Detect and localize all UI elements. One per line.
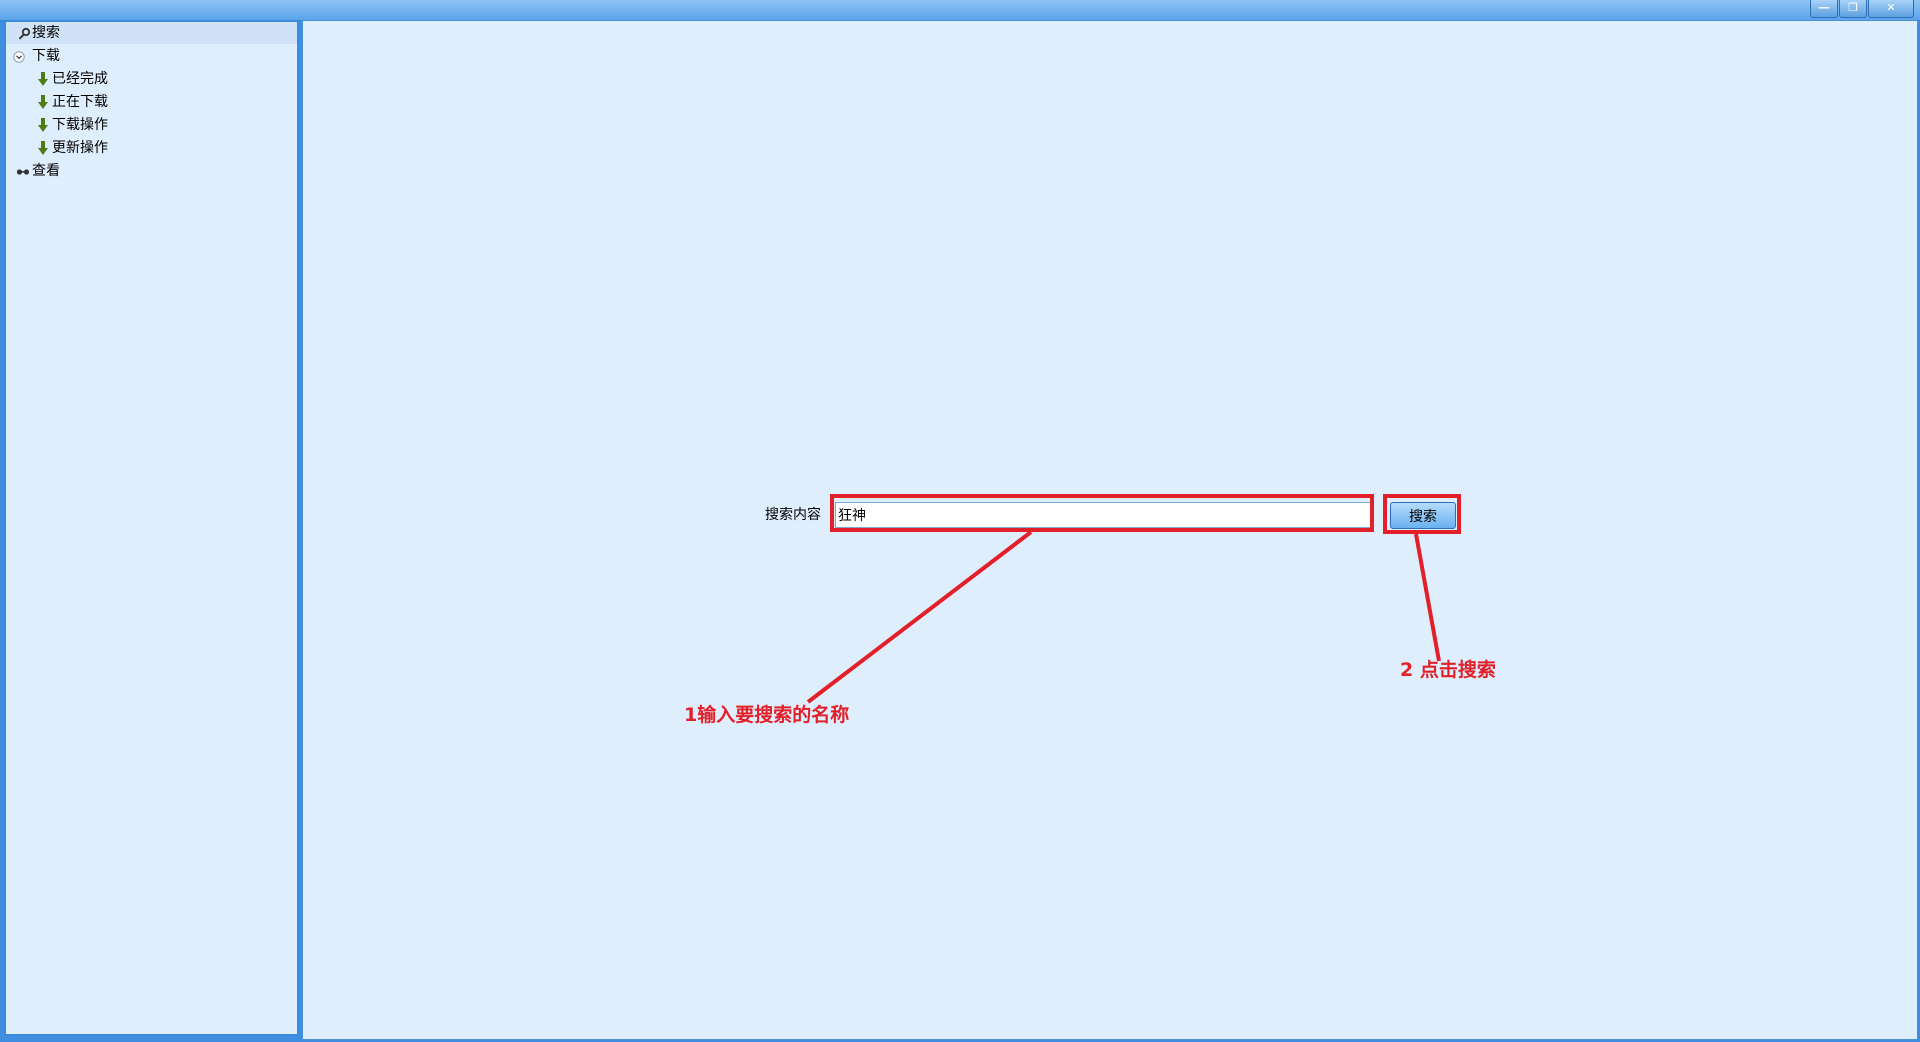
chevron-down-icon[interactable] — [13, 51, 25, 63]
download-arrow-icon — [38, 72, 48, 86]
tree-item-search[interactable]: 搜索 — [6, 22, 297, 44]
main-panel: 搜索内容 搜索 — [302, 20, 1918, 1040]
tree-item-view[interactable]: 查看 — [6, 160, 297, 182]
tree-item-label: 下载 — [32, 48, 60, 64]
annotation-step2: 2 点击搜索 — [1400, 659, 1496, 681]
tree-item-label: 正在下载 — [52, 94, 108, 110]
tree-item-download[interactable]: 下载 — [6, 45, 297, 67]
download-arrow-icon — [38, 95, 48, 109]
tree-item-completed[interactable]: 已经完成 — [6, 68, 297, 90]
annotation-step1: 1输入要搜索的名称 — [684, 704, 850, 726]
tree-item-label: 更新操作 — [52, 140, 108, 156]
tree-item-label: 搜索 — [32, 25, 60, 41]
restore-button[interactable]: ❐ — [1839, 0, 1867, 18]
search-icon — [18, 27, 31, 40]
sidebar-tree: 搜索 下载 已经完成 正在下载 下载操作 更新操作 — [4, 20, 299, 1036]
tree-item-download-ops[interactable]: 下载操作 — [6, 114, 297, 136]
tree-item-downloading[interactable]: 正在下载 — [6, 91, 297, 113]
window-controls: — ❐ ✕ — [1809, 0, 1914, 18]
view-icon — [16, 169, 30, 175]
minimize-button[interactable]: — — [1810, 0, 1838, 18]
title-bar: — ❐ ✕ — [0, 0, 1920, 21]
download-arrow-icon — [38, 141, 48, 155]
search-button[interactable]: 搜索 — [1390, 502, 1456, 529]
tree-item-label: 已经完成 — [52, 71, 108, 87]
tree-item-label: 查看 — [32, 163, 60, 179]
close-button[interactable]: ✕ — [1868, 0, 1914, 18]
tree-item-label: 下载操作 — [52, 117, 108, 133]
search-content-label: 搜索内容 — [765, 507, 821, 523]
tree-item-update-ops[interactable]: 更新操作 — [6, 137, 297, 159]
download-arrow-icon — [38, 118, 48, 132]
search-input[interactable] — [835, 502, 1371, 528]
